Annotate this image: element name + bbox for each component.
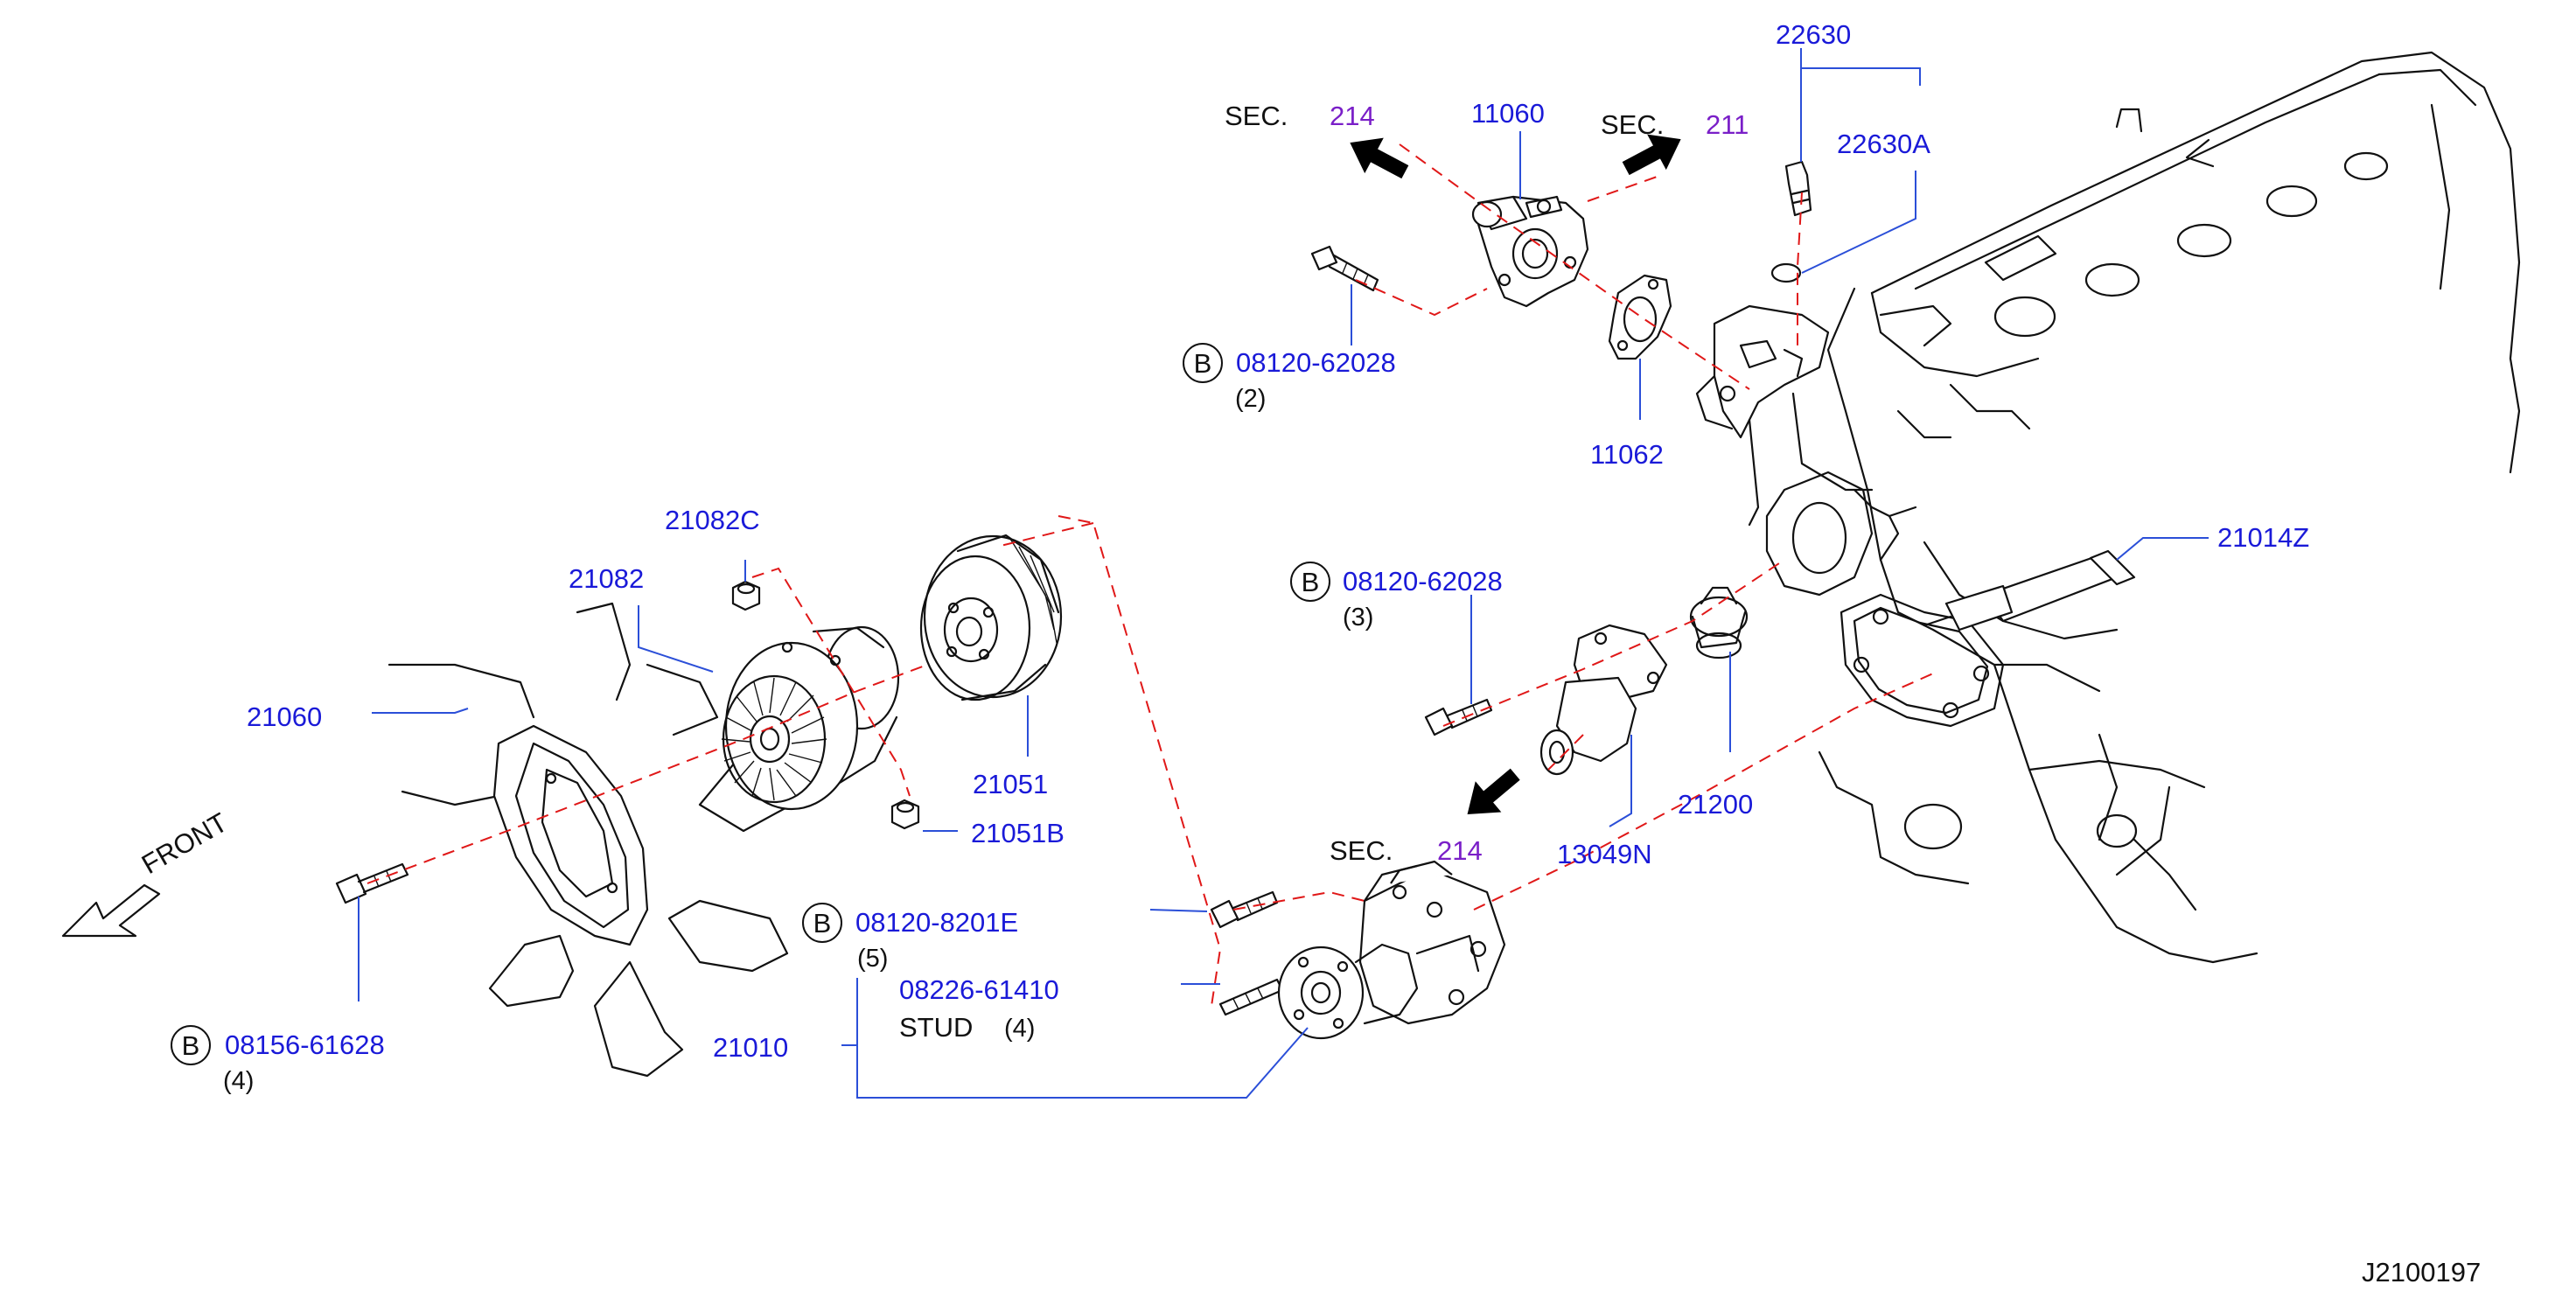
part-21060-label: 21060 (247, 701, 322, 732)
bolt-marker-top: B (1194, 348, 1212, 379)
part-11062-label: 11062 (1590, 439, 1664, 470)
bolt-fan-qty: (4) (223, 1067, 254, 1095)
part-13049n-label: 13049N (1557, 839, 1652, 869)
sec-word-lower: SEC. (1330, 835, 1393, 866)
nut-21082c-illustration (731, 580, 761, 611)
bolt-marker-mid: B (1302, 567, 1320, 597)
sec-214-lower-arrow (1467, 768, 1520, 815)
part-21200-label: 21200 (1678, 789, 1753, 820)
part-11060-label: 11060 (1471, 98, 1545, 129)
part-21082c-label: 21082C (665, 505, 760, 535)
heater-pipe-illustration (1923, 549, 2136, 632)
front-direction-indicator: FRONT (61, 806, 233, 938)
front-label: FRONT (136, 806, 233, 880)
bolt-mid-illustration (1424, 698, 1493, 736)
bolt-marker-fan: B (182, 1030, 200, 1061)
water-outlet-illustration (1471, 195, 1589, 308)
leader-lines (358, 48, 2209, 1099)
part-21051b-label: 21051B (971, 818, 1065, 848)
engine-block-illustration (1695, 51, 2521, 964)
stud-number: 08226-61410 (899, 974, 1059, 1005)
gasket-11062-illustration (1608, 274, 1672, 360)
sec-word-top-right: SEC. (1601, 109, 1664, 140)
temp-sensor-22630-illustration (1770, 160, 1812, 283)
nut-21051b-illustration (890, 799, 920, 830)
sec-214-lower-label: 214 (1437, 835, 1483, 866)
fan-clutch-illustration (721, 625, 900, 811)
bolt-mid-callout: B 08120-62028 (3) (1290, 562, 1503, 632)
bolt-mid-qty: (3) (1343, 604, 1373, 632)
diagram-code: J2100197 (2362, 1257, 2481, 1288)
sec-214-top-label: 214 (1330, 101, 1375, 131)
bolt-pump-illustration (1210, 890, 1279, 929)
sec-211-label: 211 (1706, 109, 1749, 140)
bolt-top-number: 08120-62028 (1236, 347, 1396, 378)
bolt-pump-callout: B 08120-8201E (5) (802, 903, 1018, 973)
stud-illustration (1218, 978, 1284, 1016)
bolt-top-callout: B 08120-62028 (2) (1183, 343, 1396, 413)
part-21014z-label: 21014Z (2217, 522, 2309, 553)
sec-word-top-left: SEC. (1225, 101, 1288, 131)
bolt-marker-pump: B (813, 908, 832, 939)
assembly-centerlines (367, 143, 1934, 1007)
part-22630-label: 22630 (1776, 19, 1851, 50)
stud-callout: 08226-61410 STUD (4) (899, 974, 1059, 1043)
bolt-pump-number: 08120-8201E (855, 907, 1018, 938)
thermostat-housing-illustration (1539, 624, 1668, 776)
bolt-top-illustration (1310, 245, 1379, 292)
sec-214-top-arrow (1350, 137, 1409, 179)
cooling-fan-illustration (387, 602, 793, 1078)
part-21010-label: 21010 (713, 1032, 788, 1063)
water-pump-illustration (1277, 860, 1506, 1040)
bolt-fan-number: 08156-61628 (225, 1029, 385, 1060)
part-21051-label: 21051 (973, 769, 1048, 799)
bolt-top-qty: (2) (1235, 385, 1266, 413)
bolt-fan-callout: B 08156-61628 (4) (171, 1025, 385, 1095)
part-21082-label: 21082 (569, 563, 644, 594)
pulley-illustration (919, 534, 1063, 701)
bolt-pump-qty: (5) (857, 945, 888, 973)
stud-word: STUD (899, 1012, 973, 1043)
bolt-mid-number: 08120-62028 (1343, 566, 1503, 597)
section-arrows (1350, 134, 1681, 815)
stud-qty: (4) (1004, 1015, 1035, 1043)
thermostat-illustration (1689, 586, 1749, 659)
bolt-fan-illustration (335, 862, 409, 904)
part-22630a-label: 22630A (1837, 129, 1930, 159)
sec-211-arrow (1622, 134, 1681, 176)
